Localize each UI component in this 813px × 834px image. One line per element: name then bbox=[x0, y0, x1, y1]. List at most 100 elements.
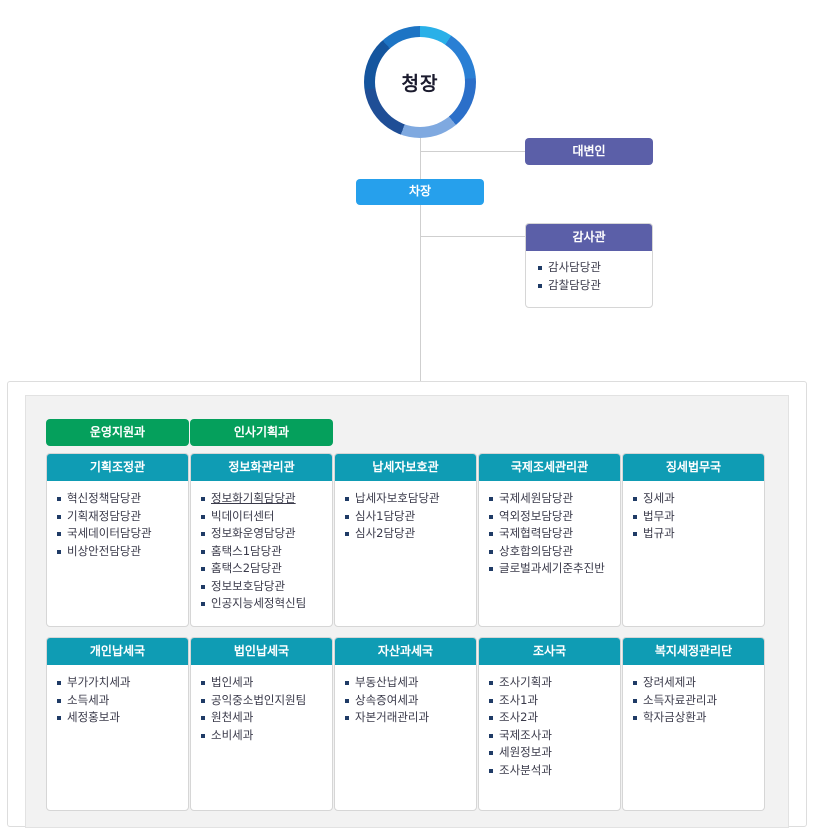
list-item[interactable]: 조사1과 bbox=[489, 692, 612, 710]
list-item[interactable]: 상호합의담당관 bbox=[489, 543, 612, 561]
list-item[interactable]: 자본거래관리과 bbox=[345, 709, 468, 727]
list-item[interactable]: 정보화운영담당관 bbox=[201, 525, 324, 543]
list-item[interactable]: 심사1담당관 bbox=[345, 508, 468, 526]
bureau-item-label: 법인세과 bbox=[211, 675, 254, 689]
bureau-body: 조사기획과 조사1과 조사2과 국제조사과 세원정보과 조사분석과 bbox=[479, 665, 620, 810]
bureau-item-label: 부가가치세과 bbox=[67, 675, 131, 689]
auditor-connector bbox=[420, 236, 526, 237]
list-item[interactable]: 학자금상환과 bbox=[633, 709, 756, 727]
list-item[interactable]: 부동산납세과 bbox=[345, 674, 468, 692]
bureau-header[interactable]: 자산과세국 bbox=[335, 638, 476, 665]
bureau-title: 자산과세국 bbox=[377, 643, 434, 658]
list-item[interactable]: 납세자보호담당관 bbox=[345, 490, 468, 508]
list-item[interactable]: 역외정보담당관 bbox=[489, 508, 612, 526]
list-item[interactable]: 부가가치세과 bbox=[57, 674, 180, 692]
bureau-item-label: 홈택스1담당관 bbox=[211, 543, 282, 558]
bureau-item-label: 글로벌과세기준추진반 bbox=[499, 561, 605, 575]
spokesperson-label: 대변인 bbox=[572, 143, 606, 158]
bureau-card[interactable]: 법인납세국 법인세과 공익중소법인지원팀 원천세과 소비세과 bbox=[190, 637, 333, 811]
bureau-card[interactable]: 징세법무국 징세과 법무과 법규과 bbox=[622, 453, 765, 627]
bureau-header[interactable]: 개인납세국 bbox=[47, 638, 188, 665]
list-item[interactable]: 소득세과 bbox=[57, 692, 180, 710]
list-item[interactable]: 공익중소법인지원팀 bbox=[201, 692, 324, 710]
list-item[interactable]: 조사2과 bbox=[489, 709, 612, 727]
list-item[interactable]: 국제세원담당관 bbox=[489, 490, 612, 508]
division-인사기획과[interactable]: 인사기획과 bbox=[190, 419, 333, 446]
bureau-item-label: 기획재정담당관 bbox=[67, 508, 142, 523]
list-item[interactable]: 기획재정담당관 bbox=[57, 508, 180, 526]
list-item[interactable]: 혁신정책담당관 bbox=[57, 490, 180, 508]
bureau-card[interactable]: 개인납세국 부가가치세과 소득세과 세정홍보과 bbox=[46, 637, 189, 811]
bureau-header[interactable]: 징세법무국 bbox=[623, 454, 764, 481]
bureau-header[interactable]: 조사국 bbox=[479, 638, 620, 665]
bureau-body: 정보화기획담당관 빅데이터센터 정보화운영담당관 홈택스1담당관 홈택스2담당관… bbox=[191, 481, 332, 626]
list-item[interactable]: 장려세제과 bbox=[633, 674, 756, 692]
list-item[interactable]: 심사2담당관 bbox=[345, 525, 468, 543]
list-item[interactable]: 소득자료관리과 bbox=[633, 692, 756, 710]
list-item[interactable]: 국제협력담당관 bbox=[489, 525, 612, 543]
bureau-item-label: 조사기획과 bbox=[499, 675, 552, 689]
auditor-header[interactable]: 감사관 bbox=[526, 224, 652, 251]
bureau-item-label: 소득세과 bbox=[67, 692, 110, 707]
bureau-body: 혁신정책담당관 기획재정담당관 국세데이터담당관 비상안전담당관 bbox=[47, 481, 188, 626]
list-item[interactable]: 빅데이터센터 bbox=[201, 508, 324, 526]
spokesperson-box[interactable]: 대변인 bbox=[525, 138, 653, 165]
bureau-header[interactable]: 국제조세관리관 bbox=[479, 454, 620, 481]
list-item[interactable]: 세원정보과 bbox=[489, 744, 612, 762]
bureau-item-label: 법무과 bbox=[643, 508, 675, 523]
list-item[interactable]: 국제조사과 bbox=[489, 727, 612, 745]
bureau-body: 부가가치세과 소득세과 세정홍보과 bbox=[47, 665, 188, 810]
bureau-card[interactable]: 복지세정관리단 장려세제과 소득자료관리과 학자금상환과 bbox=[622, 637, 765, 811]
bureau-card[interactable]: 납세자보호관 납세자보호담당관 심사1담당관 심사2담당관 bbox=[334, 453, 477, 627]
list-item[interactable]: 홈택스1담당관 bbox=[201, 543, 324, 561]
bureau-title: 정보화관리관 bbox=[228, 459, 295, 474]
list-item[interactable]: 감사담당관 bbox=[538, 259, 644, 277]
list-item[interactable]: 법무과 bbox=[633, 508, 756, 526]
list-item[interactable]: 글로벌과세기준추진반 bbox=[489, 560, 612, 578]
bureau-item-label: 홈택스2담당관 bbox=[211, 561, 282, 575]
list-item[interactable]: 상속증여세과 bbox=[345, 692, 468, 710]
bureau-body: 장려세제과 소득자료관리과 학자금상환과 bbox=[623, 665, 764, 810]
bureau-item-label: 징세과 bbox=[643, 491, 675, 505]
bureau-card[interactable]: 조사국 조사기획과 조사1과 조사2과 국제조사과 세원정보과 조사분석과 bbox=[478, 637, 621, 811]
bureau-item-label: 납세자보호담당관 bbox=[355, 491, 440, 505]
division-label: 인사기획과 bbox=[233, 424, 290, 439]
list-item[interactable]: 징세과 bbox=[633, 490, 756, 508]
bureau-header[interactable]: 법인납세국 bbox=[191, 638, 332, 665]
list-item[interactable]: 조사분석과 bbox=[489, 762, 612, 780]
commissioner-node[interactable]: 청장 bbox=[364, 26, 476, 138]
bureau-item-label: 빅데이터센터 bbox=[211, 508, 275, 523]
bureau-list: 부동산납세과 상속증여세과 자본거래관리과 bbox=[345, 674, 468, 727]
list-item[interactable]: 법규과 bbox=[633, 525, 756, 543]
list-item[interactable]: 정보보호담당관 bbox=[201, 578, 324, 596]
list-item[interactable]: 인공지능세정혁신팀 bbox=[201, 595, 324, 613]
bureau-list: 징세과 법무과 법규과 bbox=[633, 490, 756, 543]
list-item[interactable]: 감찰담당관 bbox=[538, 277, 644, 295]
bureau-item-label: 공익중소법인지원팀 bbox=[211, 692, 307, 707]
bureau-item-label: 인공지능세정혁신팀 bbox=[211, 596, 307, 610]
auditor-card[interactable]: 감사관 감사담당관 감찰담당관 bbox=[525, 223, 653, 308]
bureau-list: 장려세제과 소득자료관리과 학자금상환과 bbox=[633, 674, 756, 727]
bureau-title: 징세법무국 bbox=[665, 459, 722, 474]
list-item[interactable]: 법인세과 bbox=[201, 674, 324, 692]
list-item[interactable]: 조사기획과 bbox=[489, 674, 612, 692]
bureau-list: 국제세원담당관 역외정보담당관 국제협력담당관 상호합의담당관 글로벌과세기준추… bbox=[489, 490, 612, 578]
list-item[interactable]: 소비세과 bbox=[201, 727, 324, 745]
bureau-card[interactable]: 국제조세관리관 국제세원담당관 역외정보담당관 국제협력담당관 상호합의담당관 … bbox=[478, 453, 621, 627]
bureau-card[interactable]: 기획조정관 혁신정책담당관 기획재정담당관 국세데이터담당관 비상안전담당관 bbox=[46, 453, 189, 627]
division-운영지원과[interactable]: 운영지원과 bbox=[46, 419, 189, 446]
bureau-card[interactable]: 자산과세국 부동산납세과 상속증여세과 자본거래관리과 bbox=[334, 637, 477, 811]
list-item[interactable]: 정보화기획담당관 bbox=[201, 490, 324, 508]
bureau-header[interactable]: 기획조정관 bbox=[47, 454, 188, 481]
list-item[interactable]: 홈택스2담당관 bbox=[201, 560, 324, 578]
list-item[interactable]: 원천세과 bbox=[201, 709, 324, 727]
bureau-card[interactable]: 정보화관리관 정보화기획담당관 빅데이터센터 정보화운영담당관 홈택스1담당관 … bbox=[190, 453, 333, 627]
list-item[interactable]: 국세데이터담당관 bbox=[57, 525, 180, 543]
list-item[interactable]: 세정홍보과 bbox=[57, 709, 180, 727]
main-vertical-connector bbox=[420, 138, 421, 383]
bureau-header[interactable]: 납세자보호관 bbox=[335, 454, 476, 481]
list-item[interactable]: 비상안전담당관 bbox=[57, 543, 180, 561]
bureau-header[interactable]: 정보화관리관 bbox=[191, 454, 332, 481]
deputy-box[interactable]: 차장 bbox=[356, 179, 484, 205]
bureau-header[interactable]: 복지세정관리단 bbox=[623, 638, 764, 665]
